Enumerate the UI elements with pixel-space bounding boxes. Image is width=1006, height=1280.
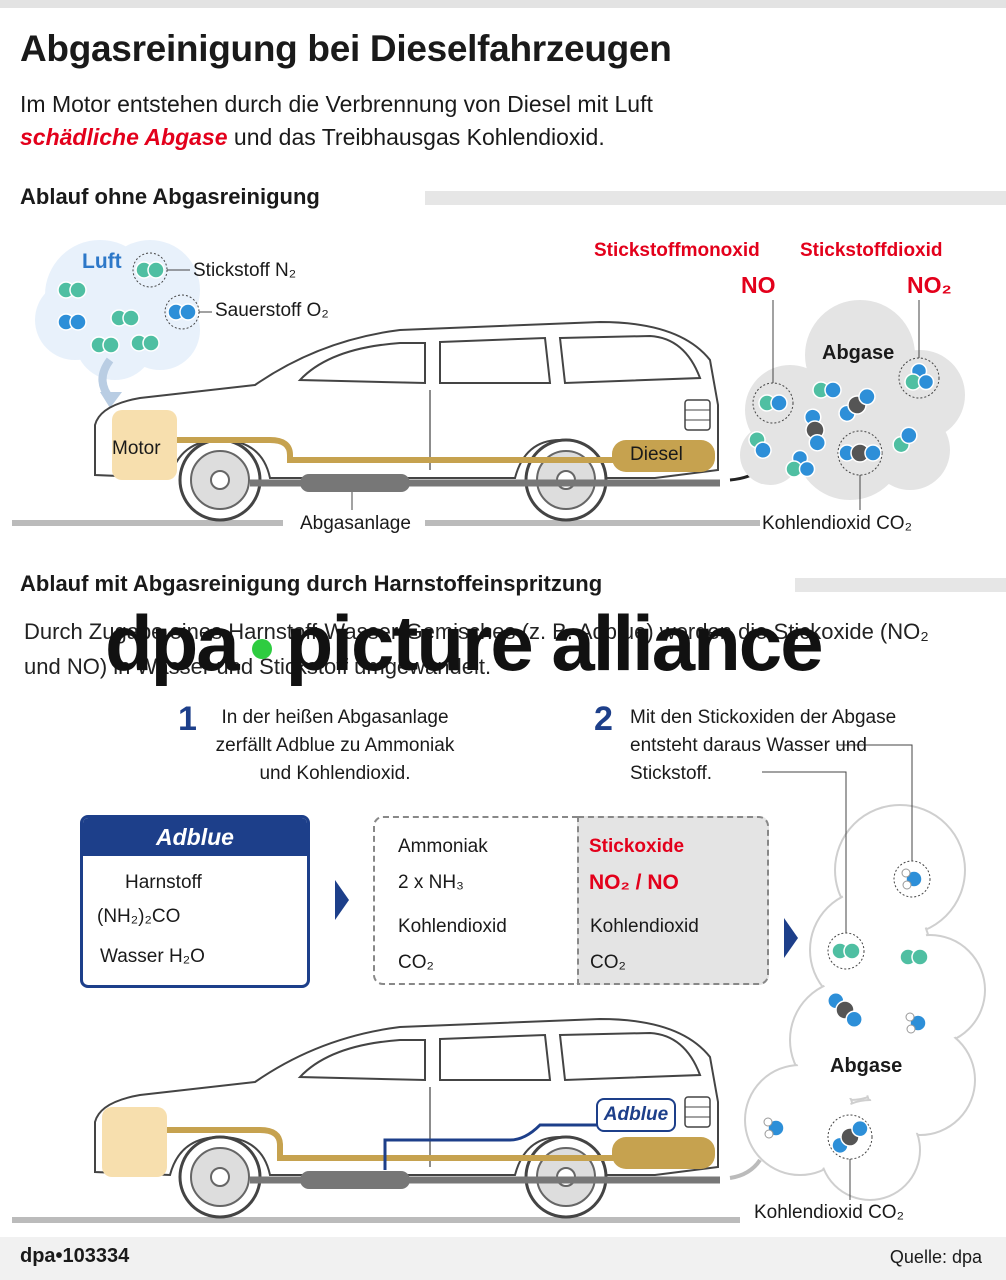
n2-molecule (135, 261, 165, 279)
motor-block (112, 410, 177, 480)
stickoxide-label: Stickoxide (589, 836, 685, 857)
n2-molecule (899, 948, 929, 966)
ammoniak-formula: 2 x NH₃ (398, 872, 464, 893)
flow-chevron-1 (335, 880, 349, 920)
harnstoff-formula: (NH₂)₂CO (97, 906, 181, 927)
no-name-label: Stickstoffmonoxid (594, 240, 760, 261)
diesel-tank-2 (612, 1137, 715, 1169)
section2-paragraph: Durch Zugabe eines Harnstoff-Wasser-Gemi… (24, 619, 929, 679)
step1-number: 1 (178, 700, 197, 738)
section1-rule (425, 191, 1006, 205)
sauerstoff-label: Sauerstoff O₂ (215, 300, 329, 321)
no2-name-label: Stickstoffdioxid (800, 240, 943, 261)
adblue-tank: Adblue (596, 1098, 676, 1132)
stickoxide-formula: NO₂ / NO (589, 871, 679, 894)
air-intake-arrowhead (100, 392, 122, 408)
watermark-right: picture alliance (285, 599, 824, 687)
stickstoff-label: Stickstoff N₂ (193, 260, 297, 281)
stickoxide-box (577, 816, 769, 985)
no2-formula-label: NO₂ (907, 272, 952, 298)
nitrogen-leader (762, 771, 847, 933)
section2-heading: Ablauf mit Abgasreinigung durch Harnstof… (20, 571, 603, 596)
fuel-line (177, 437, 615, 463)
fuel-line-2 (167, 1127, 615, 1161)
section1-heading: Ablauf ohne Abgasreinigung (20, 184, 320, 209)
exhaust-muffler-2 (300, 1171, 410, 1189)
adblue-box: Adblue (80, 815, 310, 988)
luft-label: Luft (82, 250, 122, 273)
intro-line1: Im Motor entstehen durch die Verbrennung… (20, 91, 653, 117)
abgasanlage-label: Abgasanlage (300, 513, 411, 534)
n2-molecule (831, 942, 861, 960)
step1-text: In der heißen Abgasanlage zerfällt Adblu… (215, 707, 455, 784)
abgase2-label: Abgase (830, 1055, 903, 1077)
step2-number: 2 (594, 700, 613, 738)
adblue-line (383, 1123, 600, 1170)
no-molecule (812, 381, 842, 399)
kohlendioxid2-label: Kohlendioxid (590, 916, 699, 937)
watermark-dot (251, 639, 272, 660)
step2-text: Mit den Stickoxiden der Abgase entsteht … (630, 707, 897, 784)
top-bar (0, 0, 1006, 8)
n2-molecule (90, 336, 120, 354)
intro-text: Im Motor entstehen durch die Verbrennung… (20, 88, 920, 154)
water-leader (838, 744, 913, 861)
no-formula-label: NO (741, 272, 776, 298)
footer-source: Quelle: dpa (889, 1247, 982, 1267)
abgase-label: Abgase (822, 342, 895, 364)
adblue-box-title: Adblue (83, 818, 307, 856)
n2-molecule (110, 309, 140, 327)
co2-bottom-label: Kohlendioxid CO₂ (754, 1202, 904, 1223)
o2-molecule (57, 313, 87, 331)
co2-molecule (838, 443, 882, 463)
flow-chevron-2 (784, 918, 798, 958)
o2-molecule (167, 303, 197, 321)
footer-id: dpa•103334 (20, 1245, 130, 1267)
co2-formula2-label: CO₂ (590, 952, 626, 973)
intro-line2: und das Treibhausgas Kohlendioxid. (227, 124, 605, 150)
diesel-tank (612, 440, 715, 472)
footer-bar (0, 1237, 1006, 1280)
diesel-label: Diesel (630, 444, 683, 465)
watermark-left: dpa (105, 599, 240, 687)
n2-molecule (130, 334, 160, 352)
harnstoff-label: Harnstoff (125, 872, 202, 893)
co2-label: Kohlendioxid CO₂ (762, 513, 912, 534)
motor-label: Motor (112, 438, 161, 459)
kohlendioxid-label: Kohlendioxid (398, 916, 507, 937)
intro-highlight: schädliche Abgase (20, 124, 228, 150)
watermark: dpa picture alliance (105, 598, 824, 689)
ammoniak-label: Ammoniak (398, 836, 488, 857)
co2-formula-label: CO₂ (398, 952, 434, 973)
wasser-label: Wasser H₂O (100, 946, 205, 967)
exhaust-cloud-2 (744, 804, 986, 1201)
n2-molecule (57, 281, 87, 299)
section2-rule (795, 578, 1006, 592)
no-molecule (758, 394, 788, 412)
motor-block-2 (102, 1107, 167, 1177)
page-title: Abgasreinigung bei Dieselfahrzeugen (20, 28, 672, 69)
exhaust-arrow-2 (729, 1158, 762, 1180)
exhaust-muffler (300, 474, 410, 492)
